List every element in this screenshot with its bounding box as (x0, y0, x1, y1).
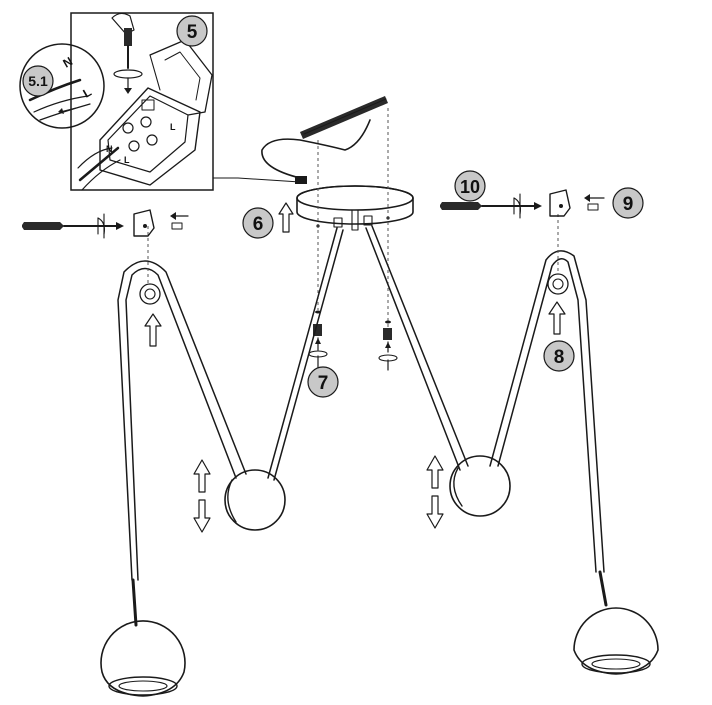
right-cable-loop (489, 250, 608, 607)
step-badge-5-1: 5.1 (22, 65, 54, 97)
right-grub-screw (584, 194, 605, 211)
step-badge-8: 8 (543, 340, 575, 372)
left-end-bracket (133, 209, 155, 237)
svg-text:5.1: 5.1 (28, 73, 48, 89)
left-grub-screw (170, 212, 189, 230)
right-updown-arrow-icon (426, 455, 444, 529)
left-joint-ball (224, 469, 286, 531)
right-lamp-shade (573, 607, 659, 675)
right-arm-rod (365, 225, 469, 471)
up-arrow-icon (278, 202, 294, 233)
canopy (295, 176, 414, 231)
step-badge-7: 7 (307, 366, 339, 398)
left-pulley (139, 283, 161, 305)
left-cable-loop (117, 260, 247, 627)
power-cable (261, 119, 371, 179)
step-badge-6: 6 (242, 207, 274, 239)
svg-text:10: 10 (460, 177, 480, 197)
terminal-mark-label: L (170, 122, 176, 132)
svg-text:8: 8 (554, 347, 565, 368)
step-badge-10: 10 (454, 170, 486, 202)
step-badge-9: 9 (612, 187, 644, 219)
svg-text:9: 9 (623, 194, 634, 215)
terminal-block: N L L (77, 39, 213, 191)
screwdriver-icon (111, 12, 135, 69)
svg-text:7: 7 (318, 373, 329, 394)
canopy-screws (308, 310, 398, 371)
left-screwdriver-icon (22, 213, 124, 239)
right-screwdriver-icon (440, 193, 542, 219)
svg-text:5: 5 (187, 22, 198, 43)
terminal-n-label: N (106, 144, 113, 154)
right-up-arrow-icon (548, 301, 566, 335)
rotate-arrow-icon (113, 69, 143, 94)
right-joint-ball (449, 455, 511, 517)
right-end-bracket (549, 189, 571, 217)
mounting-bar (300, 96, 388, 139)
right-pulley (547, 273, 569, 295)
left-up-arrow-icon (144, 313, 162, 347)
terminal-l-label: L (124, 155, 130, 165)
step-badge-5: 5 (176, 15, 208, 47)
left-lamp-shade (100, 620, 186, 697)
left-updown-arrow-icon (193, 459, 211, 533)
wire-strip-detail: N L (19, 43, 105, 129)
wiring-detail-inset: N L L N L 5.1 (19, 12, 301, 191)
left-arm-rod (267, 227, 344, 481)
svg-text:6: 6 (253, 214, 264, 235)
